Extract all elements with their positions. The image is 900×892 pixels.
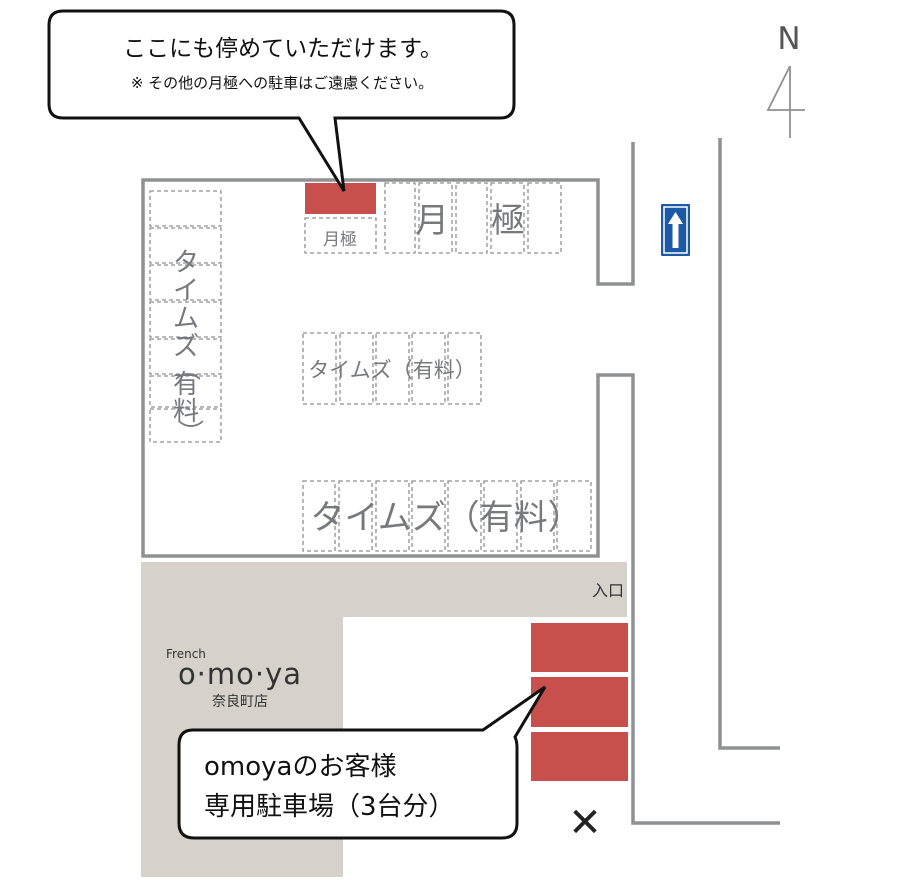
parking-stall xyxy=(411,332,446,405)
north-arrow-icon xyxy=(766,65,805,138)
times-bottom-stalls xyxy=(302,480,592,552)
parking-stall xyxy=(338,480,373,552)
oneway-sign-icon xyxy=(661,204,690,256)
parking-stall xyxy=(375,480,410,552)
road-lines xyxy=(141,138,780,825)
parking-stall xyxy=(302,332,337,405)
vertical-char: 有 xyxy=(173,370,199,400)
bottom-callout: omoyaのお客様 専用駐車場（3台分） xyxy=(177,685,547,840)
parking-stall xyxy=(520,480,555,552)
times-middle-label: タイムズ（有料） xyxy=(308,358,476,382)
parking-stall xyxy=(447,480,482,552)
parking-stall xyxy=(455,182,488,254)
omoya-reserved-stalls xyxy=(531,623,628,781)
restaurant-branch: 奈良町店 xyxy=(212,694,268,710)
reserved-stall xyxy=(531,677,628,727)
entrance-label: 入口 xyxy=(592,581,624,600)
parking-stall xyxy=(149,375,222,408)
parking-stall xyxy=(302,480,336,552)
top-callout: ここにも停めていただけます。 ※ その他の月極への駐車はご遠慮ください。 xyxy=(47,9,516,192)
top-callout-headline: ここにも停めていただけます。 xyxy=(123,36,443,62)
parking-stall xyxy=(304,217,377,254)
bottom-callout-line1: omoyaのお客様 xyxy=(204,752,396,782)
parking-stall xyxy=(527,182,562,254)
parking-stall xyxy=(490,182,525,254)
bottom-callout-line2: 専用駐車場（3台分） xyxy=(204,792,455,822)
restaurant-genre: French xyxy=(166,647,206,661)
parking-stall xyxy=(384,182,416,254)
north-label: N xyxy=(777,21,800,57)
vertical-char: ム xyxy=(173,304,199,334)
restaurant-name: o·mo·ya xyxy=(178,657,302,691)
monthly-label-char2: 極 xyxy=(491,201,525,241)
vertical-char: 料 xyxy=(173,397,199,427)
top-callout-note: ※ その他の月極への駐車はご遠慮ください。 xyxy=(131,74,433,92)
vertical-char: イ xyxy=(173,276,199,306)
road-edge-upper xyxy=(141,142,780,825)
no-entry-mark: ✕ xyxy=(568,800,602,846)
vertical-char: タ xyxy=(173,248,199,278)
parking-stall xyxy=(149,301,222,338)
parking-stall xyxy=(339,332,374,405)
parking-stall xyxy=(483,480,518,552)
monthly-stalls xyxy=(304,182,562,254)
parking-stall xyxy=(556,480,592,552)
vertical-char: （ xyxy=(171,355,201,381)
parking-stall xyxy=(411,480,446,552)
parking-stall xyxy=(149,264,222,301)
reserved-stall xyxy=(531,623,628,672)
times-bottom-label: タイムズ（有料） xyxy=(310,498,581,538)
vertical-char: ズ xyxy=(173,332,199,362)
compass: N xyxy=(766,21,805,138)
vertical-char: ） xyxy=(174,419,204,445)
parking-stall xyxy=(447,332,482,405)
parking-stall xyxy=(149,408,222,443)
road-edge-far xyxy=(718,138,780,750)
parking-stall xyxy=(149,338,222,375)
monthly-label-small: 月極 xyxy=(323,230,357,250)
parking-stall xyxy=(149,190,222,227)
times-middle-stalls xyxy=(302,332,482,405)
parking-stall xyxy=(375,332,410,405)
restaurant-logo: French o·mo·ya 奈良町店 xyxy=(166,647,302,710)
monthly-label-char1: 月 xyxy=(415,201,449,241)
times-left-stalls xyxy=(149,190,222,443)
reserved-stall xyxy=(531,732,628,781)
parking-stall xyxy=(418,182,453,254)
parking-stall xyxy=(149,227,222,264)
times-vertical-label: タ イ ム ズ （ 有 料 ） xyxy=(171,248,204,445)
